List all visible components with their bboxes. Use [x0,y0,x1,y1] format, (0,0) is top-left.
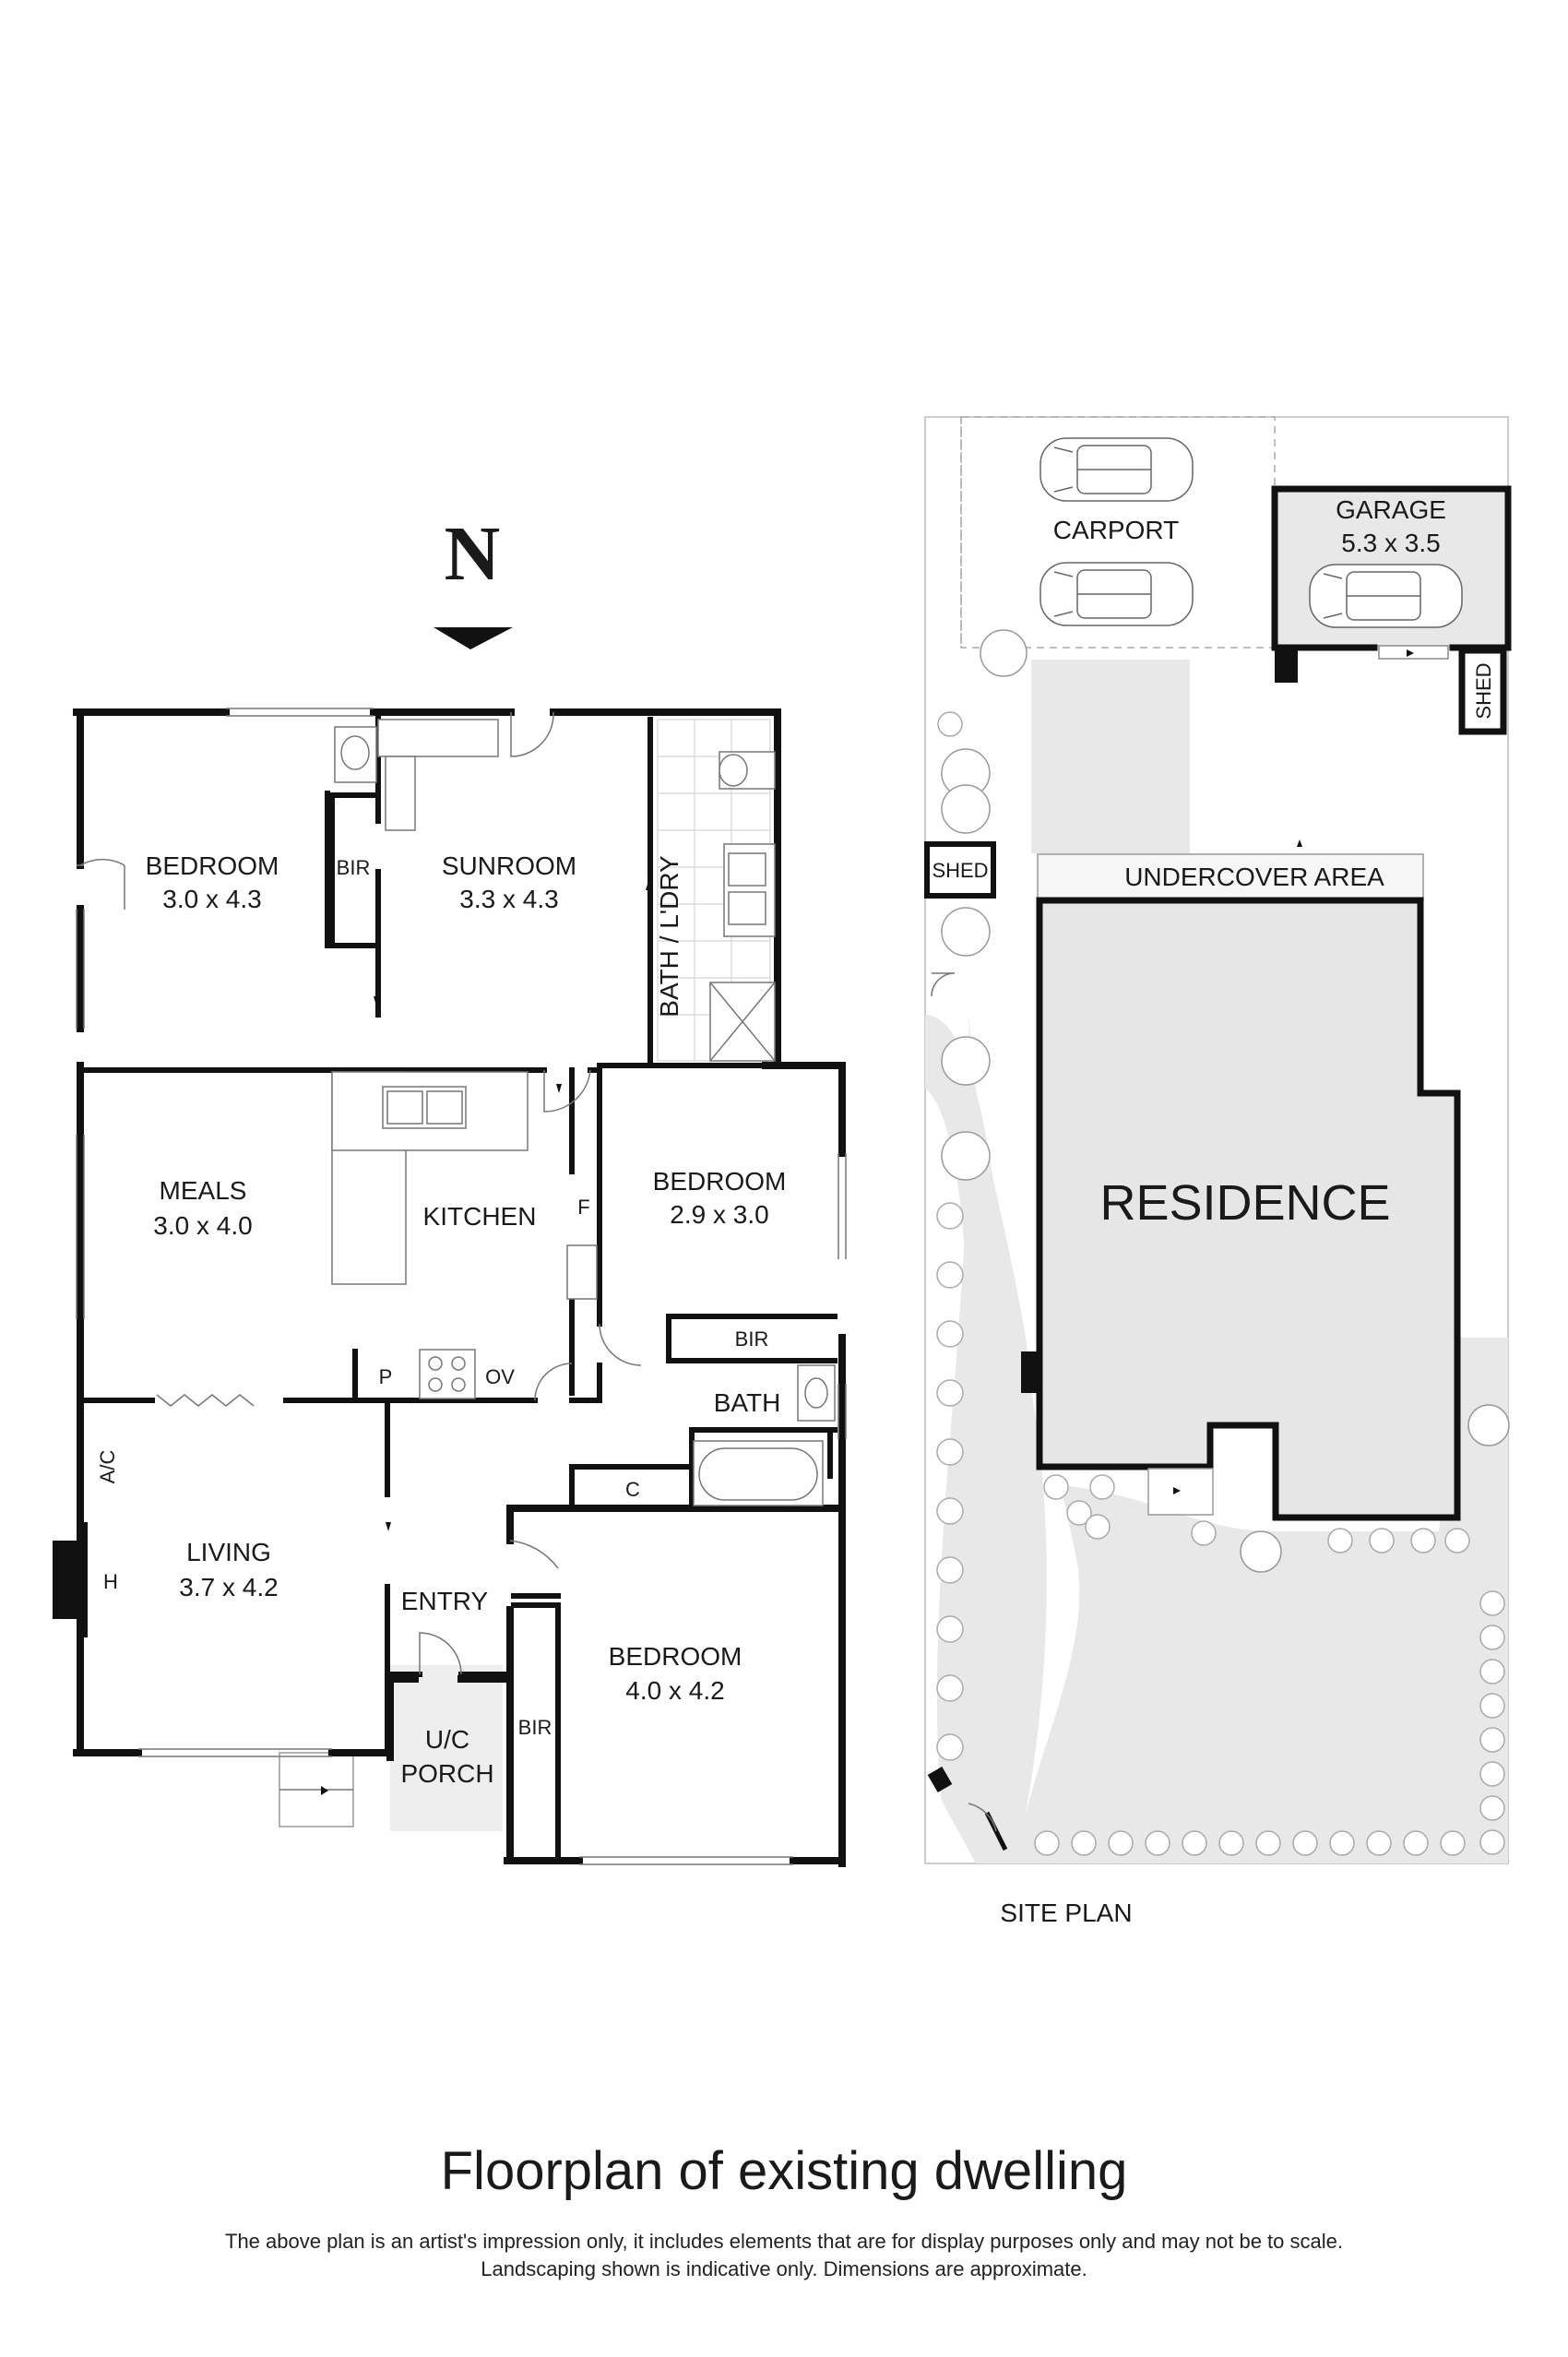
car-icon [1039,437,1194,502]
porch-floor [390,1665,503,1831]
undercover-label: UNDERCOVER AREA [1124,863,1384,891]
disclaimer-line-1: The above plan is an artist's impression… [225,2230,1343,2253]
shed-label-garage: SHED [1472,662,1495,719]
lawn-area [936,1015,1047,1863]
siteplan: SHED SHED UNDERCOVER AREA RESIDENCE [924,416,1512,1927]
page-title: Floorplan of existing dwelling [440,2141,1128,2201]
cupboard-label: C [625,1478,640,1501]
residence-footprint [1036,897,1461,1521]
room-dims-bedroom3: 4.0 x 4.2 [625,1676,724,1705]
garage-dims: 5.3 x 3.5 [1341,529,1440,557]
floorplan-windows [76,708,847,1865]
porch-step-arrow-icon [321,1786,328,1795]
compass-letter: N [445,511,501,597]
car-icon [1039,562,1194,626]
undercover-area [1037,853,1424,901]
floorplan-walls [73,708,846,1867]
pantry-label: P [379,1365,393,1388]
shrub-row [936,711,1505,1856]
driveway-paving [1031,660,1190,853]
room-name-sunroom: SUNROOM [442,851,576,880]
front-yard-paving [1015,1338,1508,1863]
room-name-entry: ENTRY [401,1587,489,1615]
room-name-meals: MEALS [160,1176,247,1205]
bir-label-bedroom3: BIR [518,1716,552,1739]
room-name-bath-laundry: BATH / L'DRY [655,855,683,1018]
siteplan-caption: SITE PLAN [1000,1899,1132,1927]
bir-label-bedroom2: BIR [735,1327,769,1351]
room-labels: BEDROOM 3.0 x 4.3 SUNROOM 3.3 x 4.3 BATH… [96,851,786,1788]
side-path [925,1015,1005,1384]
room-name-bedroom1: BEDROOM [146,851,279,880]
residence-label: RESIDENCE [1099,1175,1390,1231]
floorplan-fixtures [331,719,836,1506]
north-compass: N [434,511,513,649]
north-arrow-icon [434,627,513,649]
ac-label: A/C [96,1450,119,1484]
floorplan: BEDROOM 3.0 x 4.3 SUNROOM 3.3 x 4.3 BATH… [53,708,847,1867]
room-name-bedroom2: BEDROOM [653,1167,787,1196]
fridge-label: F [577,1196,589,1219]
porch-label-line2: PORCH [400,1759,493,1788]
room-name-living: LIVING [186,1538,271,1566]
room-dims-meals: 3.0 x 4.0 [153,1211,252,1240]
room-name-bath: BATH [714,1388,781,1417]
tree-icon [941,629,1510,1573]
garage-name: GARAGE [1336,495,1446,524]
room-dims-sunroom: 3.3 x 4.3 [459,885,558,913]
car-icon [1309,564,1463,628]
shed-garage [1458,647,1507,735]
room-name-bedroom3: BEDROOM [609,1642,742,1671]
bifold-door [156,1394,255,1407]
bir-label-bedroom1: BIR [337,856,371,879]
room-dims-bedroom1: 3.0 x 4.3 [162,885,261,913]
interior-walls [77,709,845,1863]
shed-side [924,841,996,899]
disclaimer-line-2: Landscaping shown is indicative only. Di… [481,2257,1087,2280]
room-dims-living: 3.7 x 4.2 [179,1573,278,1601]
oven-label: OV [485,1365,515,1388]
floorplan-doors [79,711,642,1675]
shed-label-side: SHED [932,859,988,882]
porch-label-line1: U/C [425,1725,469,1754]
room-name-kitchen: KITCHEN [423,1202,537,1231]
heater-label: H [103,1570,118,1593]
room-dims-bedroom2: 2.9 x 3.0 [670,1200,768,1229]
carport-label: CARPORT [1053,516,1179,544]
